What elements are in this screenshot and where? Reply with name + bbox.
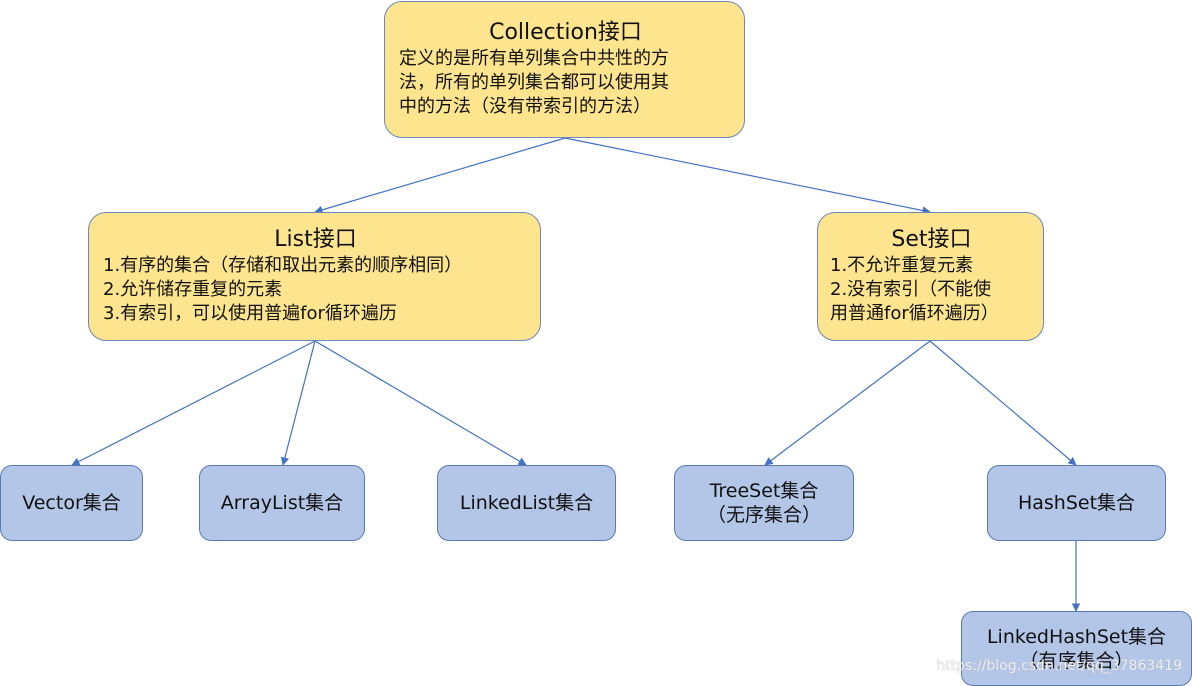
linkedhashset-label: LinkedHashSet集合 （有序集合） — [986, 625, 1167, 672]
vector-label: Vector集合 — [22, 492, 121, 514]
collection-description: 定义的是所有单列集合中共性的方 法，所有的单列集合都可以使用其 中的方法（没有带… — [399, 47, 669, 117]
linkedlist-label: LinkedList集合 — [459, 492, 594, 514]
edge-set-hashset — [929, 340, 1077, 466]
collection-title: Collection接口 — [489, 19, 642, 45]
edge-collection-list — [314, 137, 566, 214]
linkedlist-class-node: LinkedList集合 — [437, 465, 616, 541]
edge-collection-set — [564, 137, 931, 215]
edge-set-treeset — [764, 340, 931, 466]
set-title: Set接口 — [891, 226, 972, 252]
treeset-label: TreeSet集合 （无序集合） — [706, 480, 821, 526]
set-description: 1.不允许重复元素 2.没有索引（不能使 用普通for循环遍历） — [830, 254, 999, 324]
arraylist-label: ArrayList集合 — [220, 492, 344, 514]
list-title: List接口 — [274, 226, 357, 252]
watermark-text: https://blog.csdn.net/qq_37863419 — [936, 658, 1182, 674]
list-interface-node: List接口 1.有序的集合（存储和取出元素的顺序相同） 2.允许储存重复的元素… — [88, 212, 541, 341]
linkedhashset-class-node: LinkedHashSet集合 （有序集合） — [961, 611, 1192, 686]
edge-list-vector — [71, 340, 316, 466]
arraylist-class-node: ArrayList集合 — [199, 465, 365, 541]
hashset-class-node: HashSet集合 — [987, 465, 1166, 541]
treeset-class-node: TreeSet集合 （无序集合） — [674, 465, 854, 541]
set-interface-node: Set接口 1.不允许重复元素 2.没有索引（不能使 用普通for循环遍历） — [817, 212, 1044, 341]
vector-class-node: Vector集合 — [0, 465, 143, 541]
hashset-label: HashSet集合 — [1017, 492, 1136, 514]
list-description: 1.有序的集合（存储和取出元素的顺序相同） 2.允许储存重复的元素 3.有索引，… — [103, 254, 463, 324]
edge-list-arraylist — [280, 340, 316, 466]
collection-interface-node: Collection接口 定义的是所有单列集合中共性的方 法，所有的单列集合都可… — [384, 1, 745, 138]
edge-list-linkedlist — [314, 340, 527, 466]
